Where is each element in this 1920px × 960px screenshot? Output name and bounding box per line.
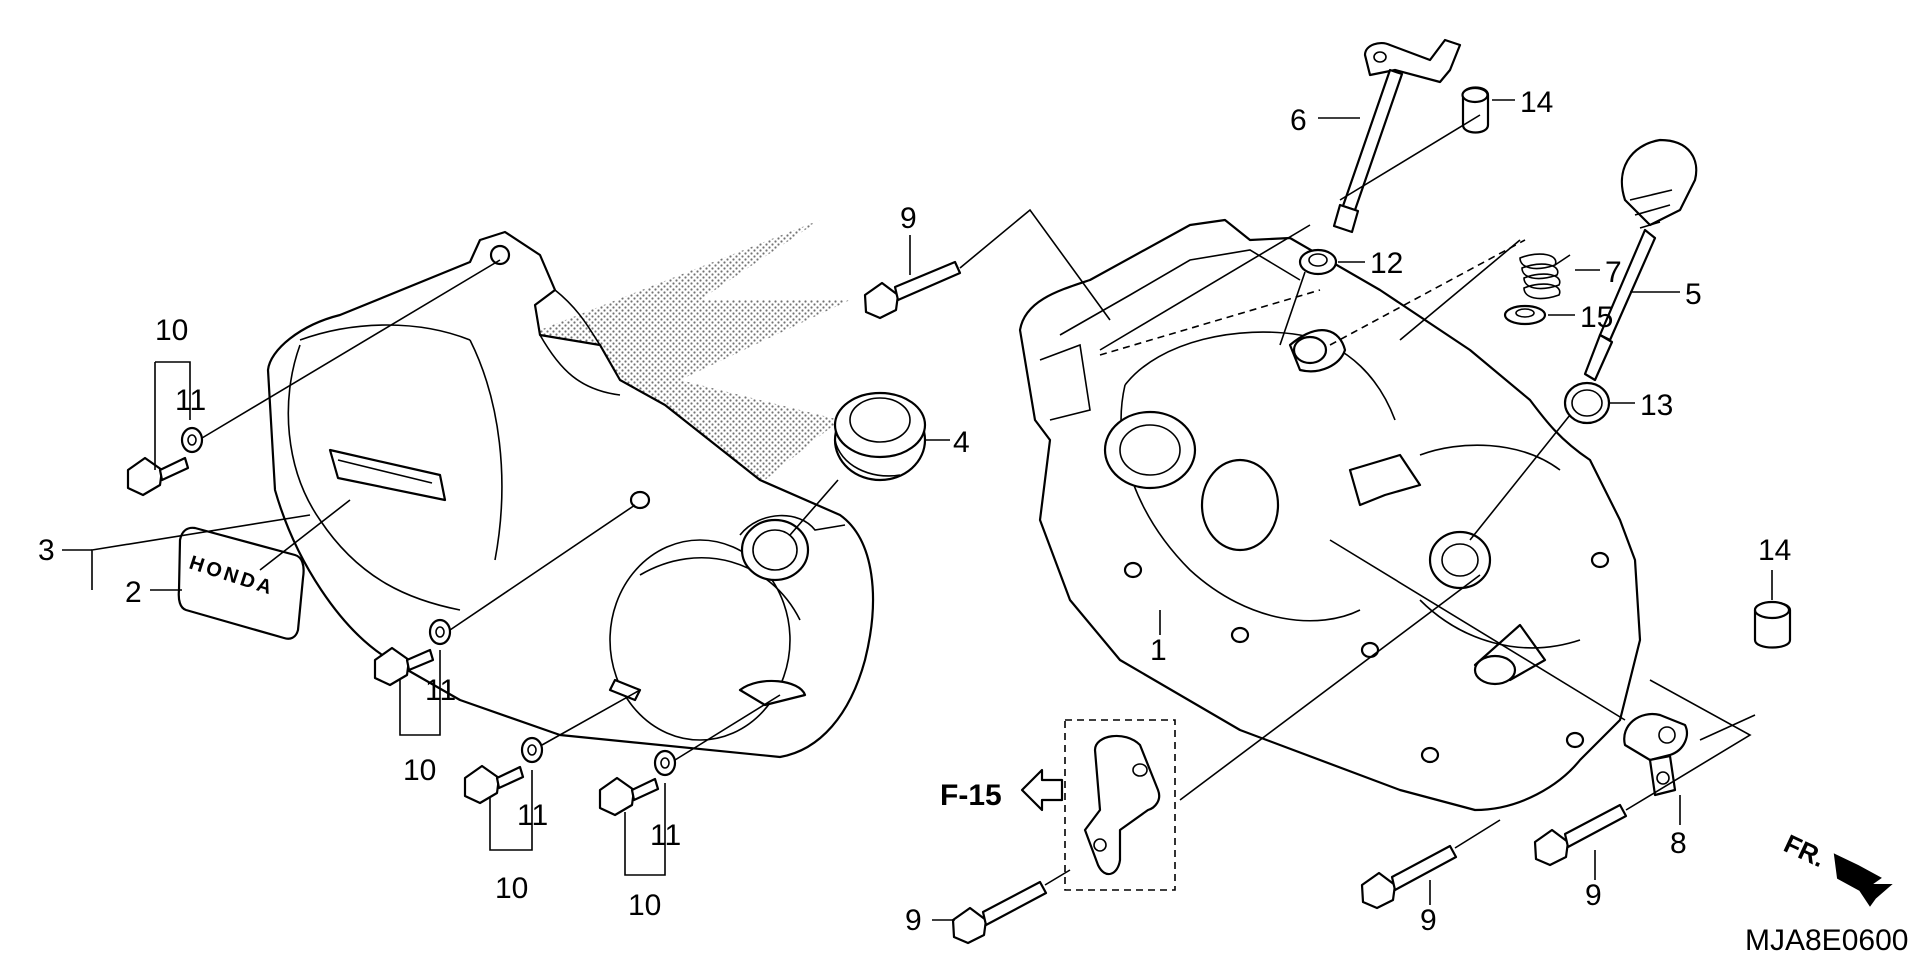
f15-bracket-box [1064, 719, 1176, 891]
callout-10-b: 10 [403, 754, 436, 787]
callout-13: 13 [1640, 389, 1673, 422]
callout-7: 7 [1605, 256, 1622, 289]
front-label: FR. [1779, 828, 1830, 873]
reference-label: F-15 [940, 779, 1002, 812]
bolt-9-bottom-left [951, 880, 1048, 945]
oil-dipstick[interactable] [1583, 138, 1698, 382]
left-cover-bolts[interactable] [126, 426, 677, 817]
washer-15[interactable] [1503, 304, 1547, 326]
callout-15: 15 [1580, 301, 1613, 334]
left-crankcase-cover[interactable] [266, 230, 874, 759]
callout-4: 4 [953, 426, 970, 459]
spring[interactable] [1519, 253, 1571, 300]
callout-14-right: 14 [1758, 534, 1791, 567]
callout-9-bottom-left: 9 [905, 904, 922, 937]
callout-5: 5 [1685, 278, 1702, 311]
clamp-bracket[interactable] [1623, 712, 1688, 797]
callout-6: 6 [1290, 104, 1307, 137]
right-cover-bolts[interactable] [863, 260, 1628, 945]
bolt-top [126, 426, 204, 497]
callout-9-bottom-right: 9 [1585, 879, 1602, 912]
callout-10-c: 10 [495, 872, 528, 905]
callout-8: 8 [1670, 827, 1687, 860]
callout-10-d: 10 [628, 889, 661, 922]
callout-11-b: 11 [425, 674, 456, 707]
callout-9-top: 9 [900, 202, 917, 235]
honda-emblem[interactable]: HONDA [177, 526, 305, 640]
callout-2: 2 [125, 576, 142, 609]
o-ring-13[interactable] [1563, 381, 1611, 425]
collar-14-top[interactable] [1461, 86, 1490, 134]
washer-12[interactable] [1298, 248, 1338, 276]
callout-9-bottom-mid: 9 [1420, 904, 1437, 937]
callout-1: 1 [1150, 634, 1167, 667]
cover-seal[interactable] [833, 391, 927, 482]
right-crankcase-cover[interactable] [1018, 218, 1642, 812]
bolt-mid-1 [373, 618, 452, 687]
callout-3: 3 [38, 534, 55, 567]
callout-11-d: 11 [650, 819, 681, 852]
callout-10-a: 10 [155, 314, 188, 347]
callout-11-c: 11 [517, 799, 548, 832]
callout-14-top: 14 [1520, 86, 1553, 119]
bolt-9-top [863, 260, 962, 320]
callout-12: 12 [1370, 247, 1403, 280]
bolt-mid-2 [463, 736, 544, 805]
bolt-9-bottom-mid [1360, 844, 1458, 910]
bolt-9-bottom-right [1533, 803, 1628, 867]
collar-14-right[interactable] [1753, 600, 1792, 649]
reference-arrow[interactable]: F-15 [940, 768, 1064, 812]
leader-lines [62, 99, 1773, 921]
callout-11-a: 11 [175, 384, 206, 417]
bolt-low [598, 749, 677, 817]
front-direction-marker: FR. [1779, 828, 1893, 907]
callout-labels: 1 2 3 4 5 6 7 8 9 9 9 9 10 11 11 10 11 1… [38, 86, 1791, 937]
shift-arm[interactable] [1332, 38, 1462, 234]
diagram-code: MJA8E0600 [1745, 924, 1908, 957]
